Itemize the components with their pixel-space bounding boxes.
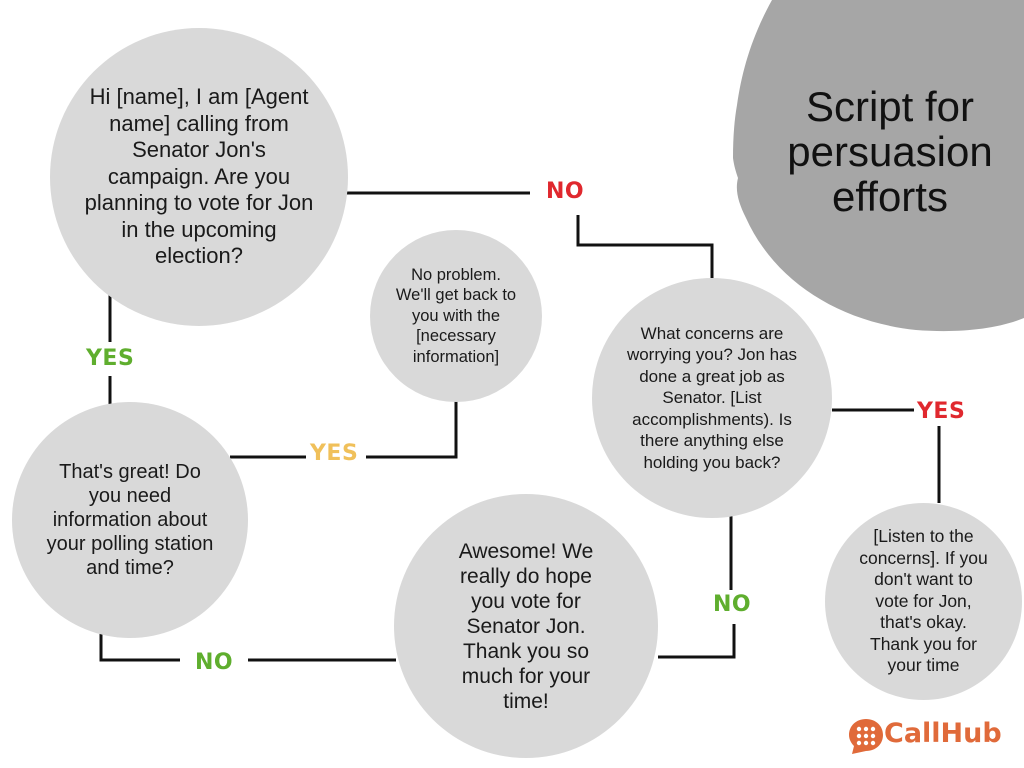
edge-greeting-no-right bbox=[576, 215, 714, 278]
edge-info-yes-right bbox=[366, 398, 458, 459]
label-info-no: NO bbox=[195, 650, 234, 675]
label-greeting-no: NO bbox=[546, 179, 585, 204]
edge-concerns-no-bottom bbox=[658, 624, 736, 659]
title-blob bbox=[733, 0, 1024, 332]
node-concerns: What concerns are worrying you? Jon has … bbox=[592, 278, 832, 518]
node-great-text: That's great! Do you need information ab… bbox=[46, 461, 214, 579]
node-no-problem-text: No problem. We'll get back to you with t… bbox=[395, 265, 517, 366]
node-listen: [Listen to the concerns]. If you don't w… bbox=[825, 503, 1022, 700]
node-listen-text: [Listen to the concerns]. If you don't w… bbox=[859, 526, 988, 676]
chat-bubble-dots-icon bbox=[849, 719, 883, 754]
node-greeting: Hi [name], I am [Agent name] calling fro… bbox=[50, 28, 348, 326]
node-great: That's great! Do you need information ab… bbox=[12, 402, 248, 638]
node-concerns-text: What concerns are worrying you? Jon has … bbox=[626, 323, 798, 472]
label-info-yes: YES bbox=[310, 441, 359, 466]
label-greeting-yes: YES bbox=[86, 346, 135, 371]
node-no-problem: No problem. We'll get back to you with t… bbox=[370, 230, 542, 402]
node-greeting-text: Hi [name], I am [Agent name] calling fro… bbox=[84, 84, 314, 269]
edge-info-no-left bbox=[99, 626, 180, 662]
node-awesome: Awesome! We really do hope you vote for … bbox=[394, 494, 658, 758]
node-awesome-text: Awesome! We really do hope you vote for … bbox=[458, 539, 594, 713]
label-concerns-no: NO bbox=[713, 592, 752, 617]
brand-logo: CallHub bbox=[846, 714, 1022, 758]
brand-name: CallHub bbox=[884, 718, 1002, 749]
page-title: Script for persuasion efforts bbox=[787, 83, 993, 220]
label-concerns-yes: YES bbox=[917, 399, 966, 424]
